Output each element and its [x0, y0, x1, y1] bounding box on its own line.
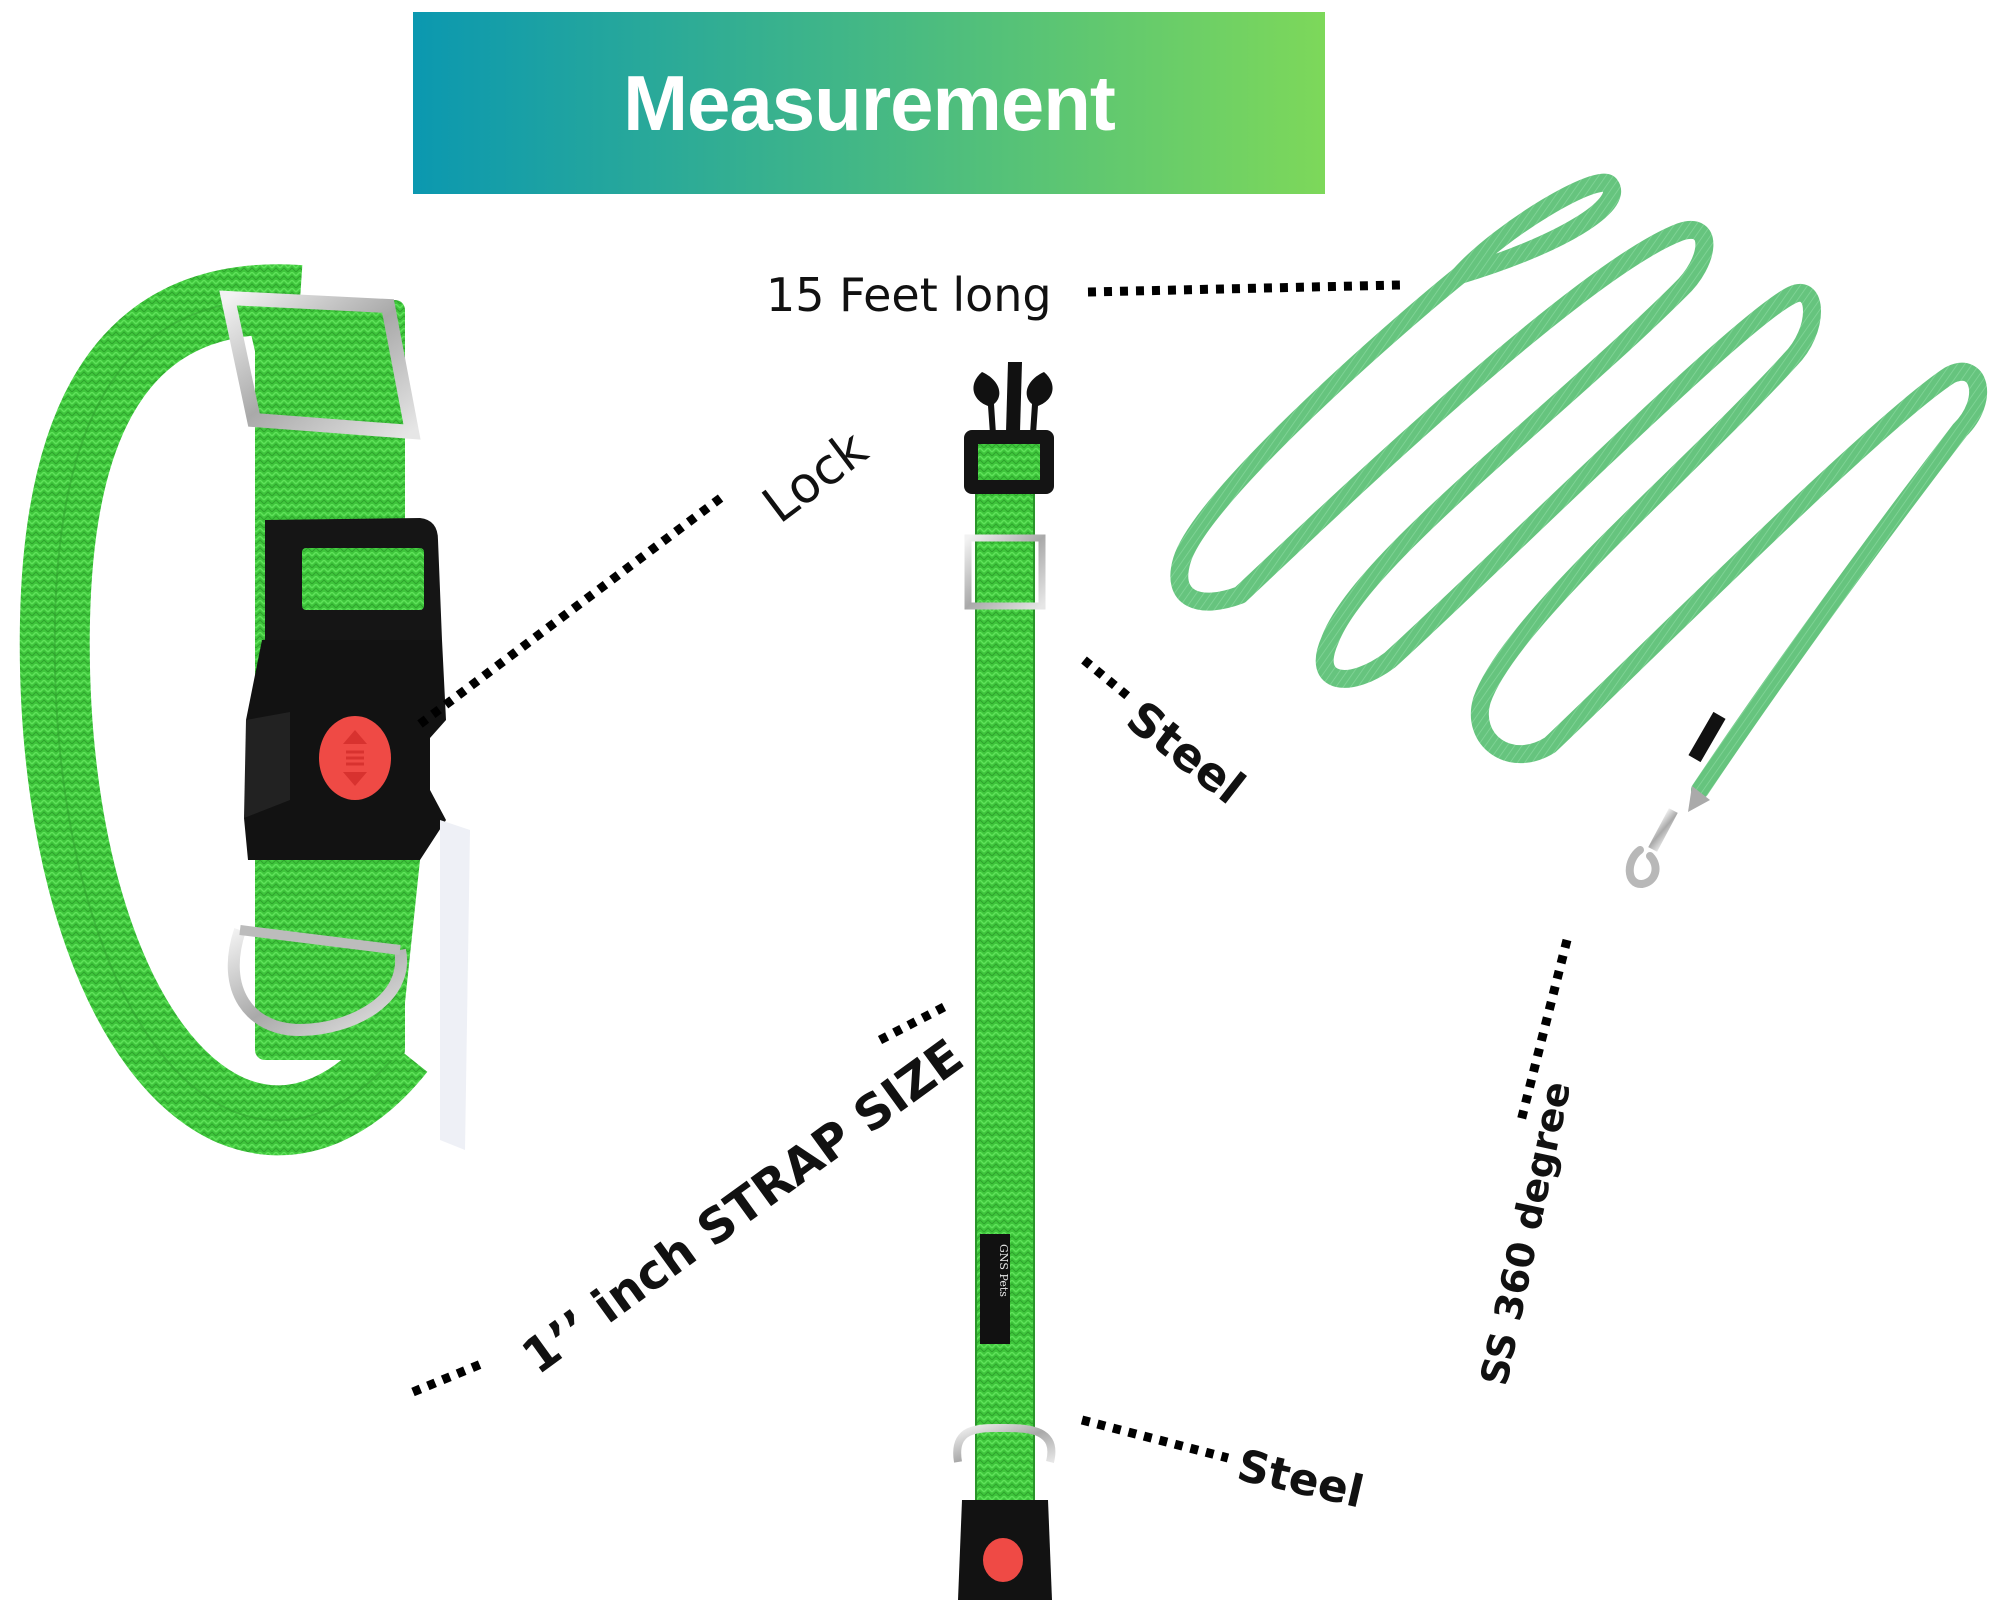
side-release-buckle-icon — [244, 518, 446, 860]
steel-slide-icon — [964, 534, 1046, 610]
bottom-buckle-icon — [958, 1500, 1052, 1600]
svg-text:GNS Pets: GNS Pets — [997, 1244, 1010, 1297]
strap-size-callout-line-right — [877, 1001, 949, 1045]
steel-top-callout-line — [1081, 656, 1133, 702]
brand-tag-icon: GNS Pets — [980, 1234, 1010, 1344]
lock-release-button-icon — [319, 716, 391, 800]
buckle-clip-icon — [964, 362, 1054, 494]
steel-slide-buckle-icon — [219, 290, 421, 440]
callout-lines — [411, 280, 1572, 1463]
collar-left — [19, 264, 470, 1156]
steel-bottom-callout-line — [1080, 1415, 1230, 1463]
measurement-banner: Measurement — [413, 12, 1325, 194]
lock-callout-line — [417, 493, 725, 728]
collar-center: GNS Pets — [953, 362, 1056, 1600]
d-ring-icon — [227, 925, 408, 1037]
snap-hook-icon — [1625, 786, 1710, 888]
callout-leash-length: 15 Feet long — [766, 268, 1052, 322]
banner-title: Measurement — [623, 58, 1116, 147]
leash-brand-tag-icon — [1688, 711, 1726, 763]
leash-length-callout-line — [1087, 280, 1401, 297]
strap-size-callout-line — [411, 1357, 488, 1397]
leash — [1170, 173, 1987, 888]
d-ring-bottom-icon — [953, 1423, 1056, 1463]
